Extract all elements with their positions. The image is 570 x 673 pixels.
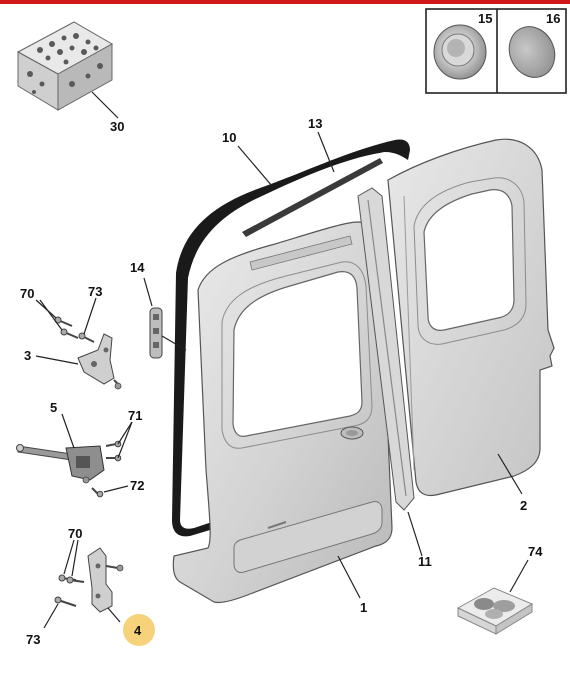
part-11-center-strip	[357, 187, 415, 511]
part-1-left-door-panel	[172, 221, 393, 604]
inset-part-16-plug	[508, 26, 556, 78]
part-4-highlight	[123, 614, 155, 646]
callout-4: 4	[134, 623, 142, 638]
callout-73-upper: 73	[88, 284, 102, 299]
callout-30: 30	[110, 119, 124, 134]
part-4-lower-hinge	[87, 547, 124, 613]
callout-70-upper: 70	[20, 286, 34, 301]
lower-hinge-screws	[54, 574, 85, 607]
inset-part-15-grommet	[433, 24, 487, 80]
callout-72: 72	[130, 478, 144, 493]
inset-label-16: 16	[546, 11, 560, 26]
callout-71: 71	[128, 408, 142, 423]
part-2-right-door-panel	[387, 138, 555, 497]
callout-13: 13	[308, 116, 322, 131]
part-3-upper-hinge	[77, 333, 122, 390]
part-30-hardware-kit	[16, 21, 114, 111]
part-74-kit	[456, 587, 534, 635]
inset-label-15: 15	[478, 11, 492, 26]
callout-74: 74	[528, 544, 543, 559]
callout-11: 11	[418, 554, 432, 569]
part-13-weatherstrip	[242, 158, 383, 237]
callout-5: 5	[50, 400, 57, 415]
part-14-stop-bracket	[149, 307, 163, 359]
callout-2: 2	[520, 498, 527, 513]
callout-73-lower: 73	[26, 632, 40, 647]
header-accent-bar	[0, 0, 570, 4]
callout-14: 14	[130, 260, 145, 275]
callout-1: 1	[360, 600, 367, 615]
upper-hinge-screws	[54, 316, 95, 343]
callout-70-lower: 70	[68, 526, 82, 541]
callout-3: 3	[24, 348, 31, 363]
callout-10: 10	[222, 130, 236, 145]
inset-box: 15 16	[425, 8, 567, 94]
part-5-door-check	[16, 444, 105, 484]
